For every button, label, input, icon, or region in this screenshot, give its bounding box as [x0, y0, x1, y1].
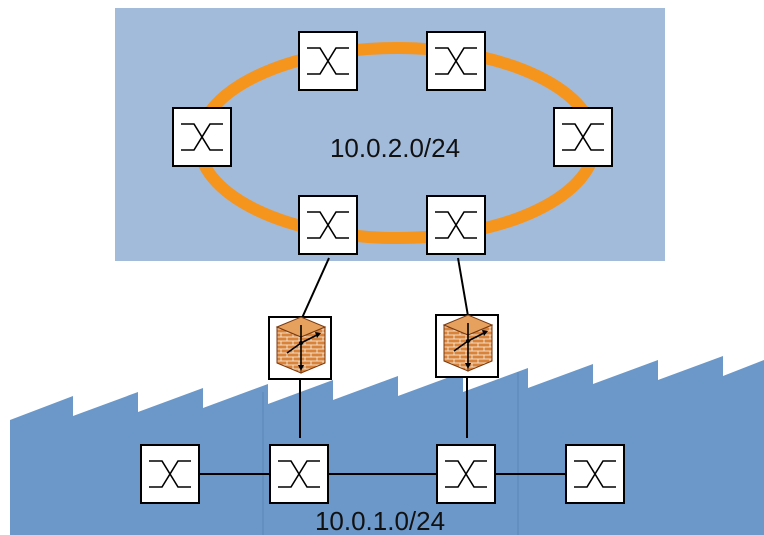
switch-icon: [298, 195, 358, 255]
uplink-left: [301, 257, 330, 319]
switch-icon: [426, 195, 486, 255]
switch-icon: [298, 31, 358, 91]
switch-icon: [426, 31, 486, 91]
switch-icon: [140, 444, 200, 504]
uplink-right: [457, 257, 469, 317]
switch-icon: [269, 444, 329, 504]
switch-icon: [565, 444, 625, 504]
ring-network-label: 10.0.2.0/24: [330, 133, 460, 163]
firewall-icon: [268, 316, 332, 380]
firewall-icon: [435, 314, 499, 378]
switch-icon: [436, 444, 496, 504]
switch-icon: [172, 107, 232, 167]
switch-icon: [553, 107, 613, 167]
factory-network-label: 10.0.1.0/24: [315, 506, 445, 535]
